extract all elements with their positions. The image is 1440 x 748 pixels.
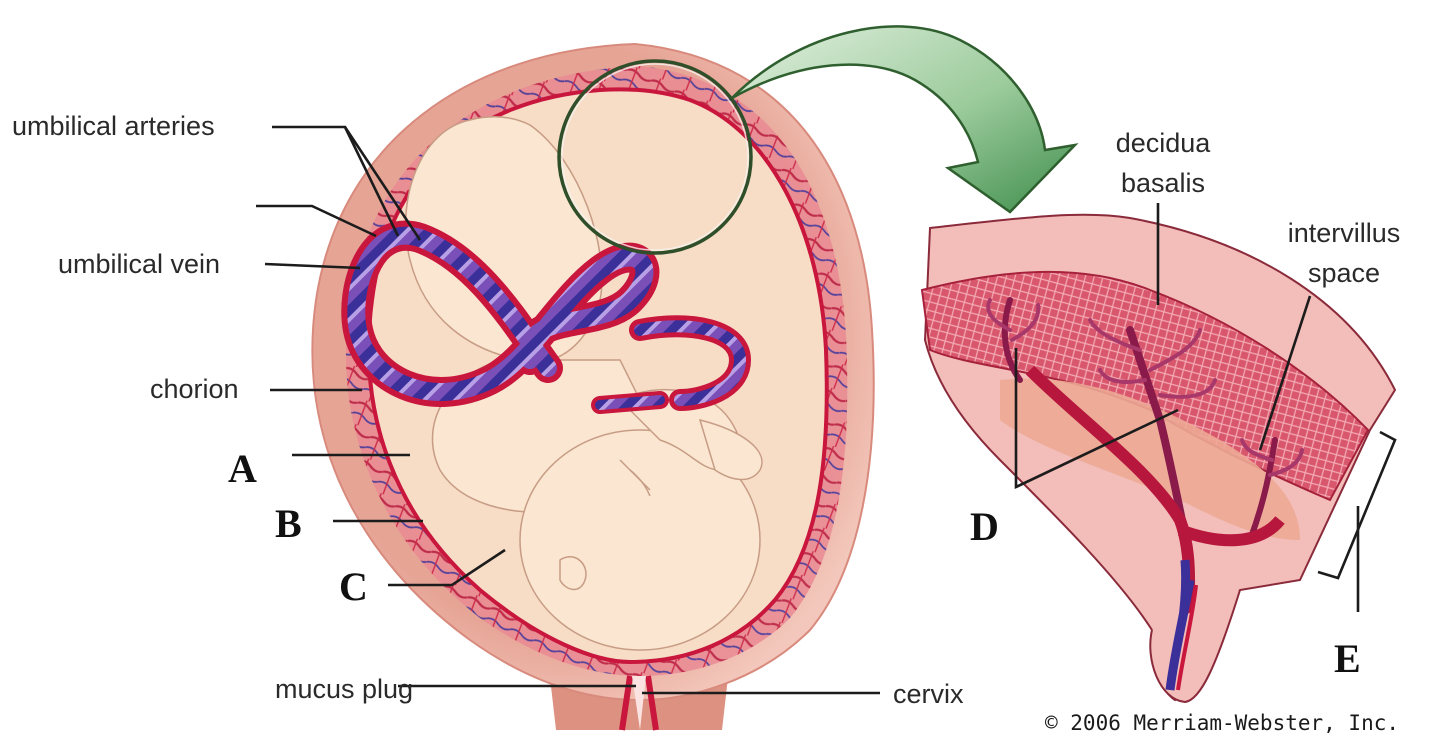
label-decidua-line1: decidua	[1116, 128, 1212, 158]
blank-label-b: B	[275, 501, 302, 546]
label-intervillus-line2: space	[1308, 258, 1380, 288]
blank-label-c: C	[339, 564, 368, 609]
label-mucus-plug: mucus plug	[275, 674, 413, 704]
placenta-section	[920, 213, 1397, 704]
blank-label-a: A	[228, 446, 257, 491]
blank-label-e: E	[1334, 636, 1361, 681]
label-intervillus-line1: intervillus	[1288, 218, 1401, 248]
leader-lines	[256, 125, 1397, 695]
copyright-notice: © 2006 Merriam-Webster, Inc.	[1045, 711, 1399, 735]
blank-label-d: D	[970, 504, 999, 549]
labels: umbilical arteries umbilical vein chorio…	[12, 111, 1400, 735]
label-umbilical-arteries: umbilical arteries	[12, 111, 215, 141]
zoom-arrow	[731, 25, 1079, 214]
uterus	[311, 42, 875, 731]
label-umbilical-vein: umbilical vein	[58, 249, 220, 279]
magnifier-circle	[557, 59, 753, 255]
label-chorion: chorion	[150, 374, 239, 404]
label-cervix: cervix	[893, 679, 964, 709]
label-decidua-line2: basalis	[1121, 168, 1205, 198]
